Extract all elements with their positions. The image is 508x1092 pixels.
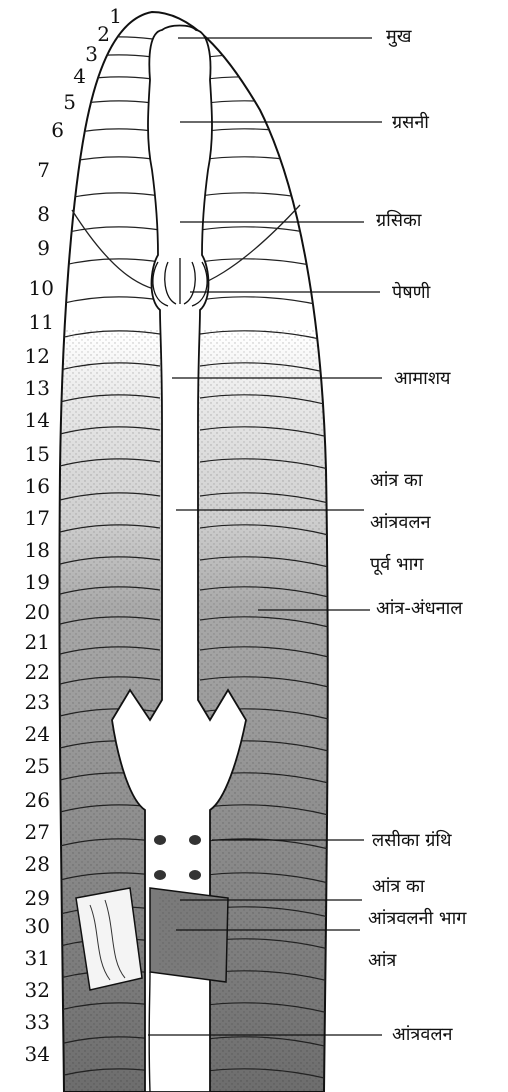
label-pre-typhlosolar-line3: पूर्व भाग [370, 554, 423, 576]
segment-number: 4 [42, 66, 86, 86]
segment-number: 3 [54, 44, 98, 64]
segment-number: 19 [6, 572, 50, 592]
segment-number: 22 [6, 662, 50, 682]
segment-number: 34 [6, 1044, 50, 1064]
segment-number: 5 [32, 92, 76, 112]
label-intestinal-caeca: आंत्र-अंधनाल [376, 598, 463, 620]
segment-number: 15 [6, 444, 50, 464]
label-lymph-glands: लसीका ग्रंथि [372, 830, 452, 852]
label-typhlosole: आंत्रवलन [392, 1024, 453, 1046]
segment-number: 13 [6, 378, 50, 398]
segment-number: 32 [6, 980, 50, 1000]
segment-number: 28 [6, 854, 50, 874]
segment-number: 20 [6, 602, 50, 622]
segment-number: 16 [6, 476, 50, 496]
label-typhlosolar-line1: आंत्र का [372, 876, 425, 898]
label-typhlosolar-line2: आंत्रवलनी भाग [368, 908, 466, 930]
label-pharynx: ग्रसनी [392, 112, 429, 134]
segment-number: 21 [6, 632, 50, 652]
label-pre-typhlosolar-line1: आंत्र का [370, 470, 423, 492]
segment-number: 29 [6, 888, 50, 908]
segment-number: 11 [10, 312, 54, 332]
label-stomach: आमाशय [394, 368, 451, 390]
segment-number: 25 [6, 756, 50, 776]
label-mouth: मुख [386, 26, 412, 48]
segment-number: 14 [6, 410, 50, 430]
segment-number: 2 [66, 24, 110, 44]
label-intestine: आंत्र [368, 950, 396, 972]
segment-number: 23 [6, 692, 50, 712]
segment-number: 8 [6, 204, 50, 224]
segment-number: 7 [6, 160, 50, 180]
segment-number: 31 [6, 948, 50, 968]
segment-number: 27 [6, 822, 50, 842]
segment-number: 24 [6, 724, 50, 744]
segment-number: 26 [6, 790, 50, 810]
segment-number: 9 [6, 238, 50, 258]
segment-number: 30 [6, 916, 50, 936]
label-pre-typhlosolar-line2: आंत्रवलन [370, 512, 431, 534]
label-gizzard: पेषणी [392, 282, 430, 304]
segment-number: 18 [6, 540, 50, 560]
segment-number: 10 [10, 278, 54, 298]
segment-ring-right [200, 37, 340, 50]
segment-number: 17 [6, 508, 50, 528]
label-oesophagus: ग्रसिका [376, 210, 421, 232]
segment-number: 33 [6, 1012, 50, 1032]
segment-number: 6 [20, 120, 64, 140]
segment-number: 12 [6, 346, 50, 366]
